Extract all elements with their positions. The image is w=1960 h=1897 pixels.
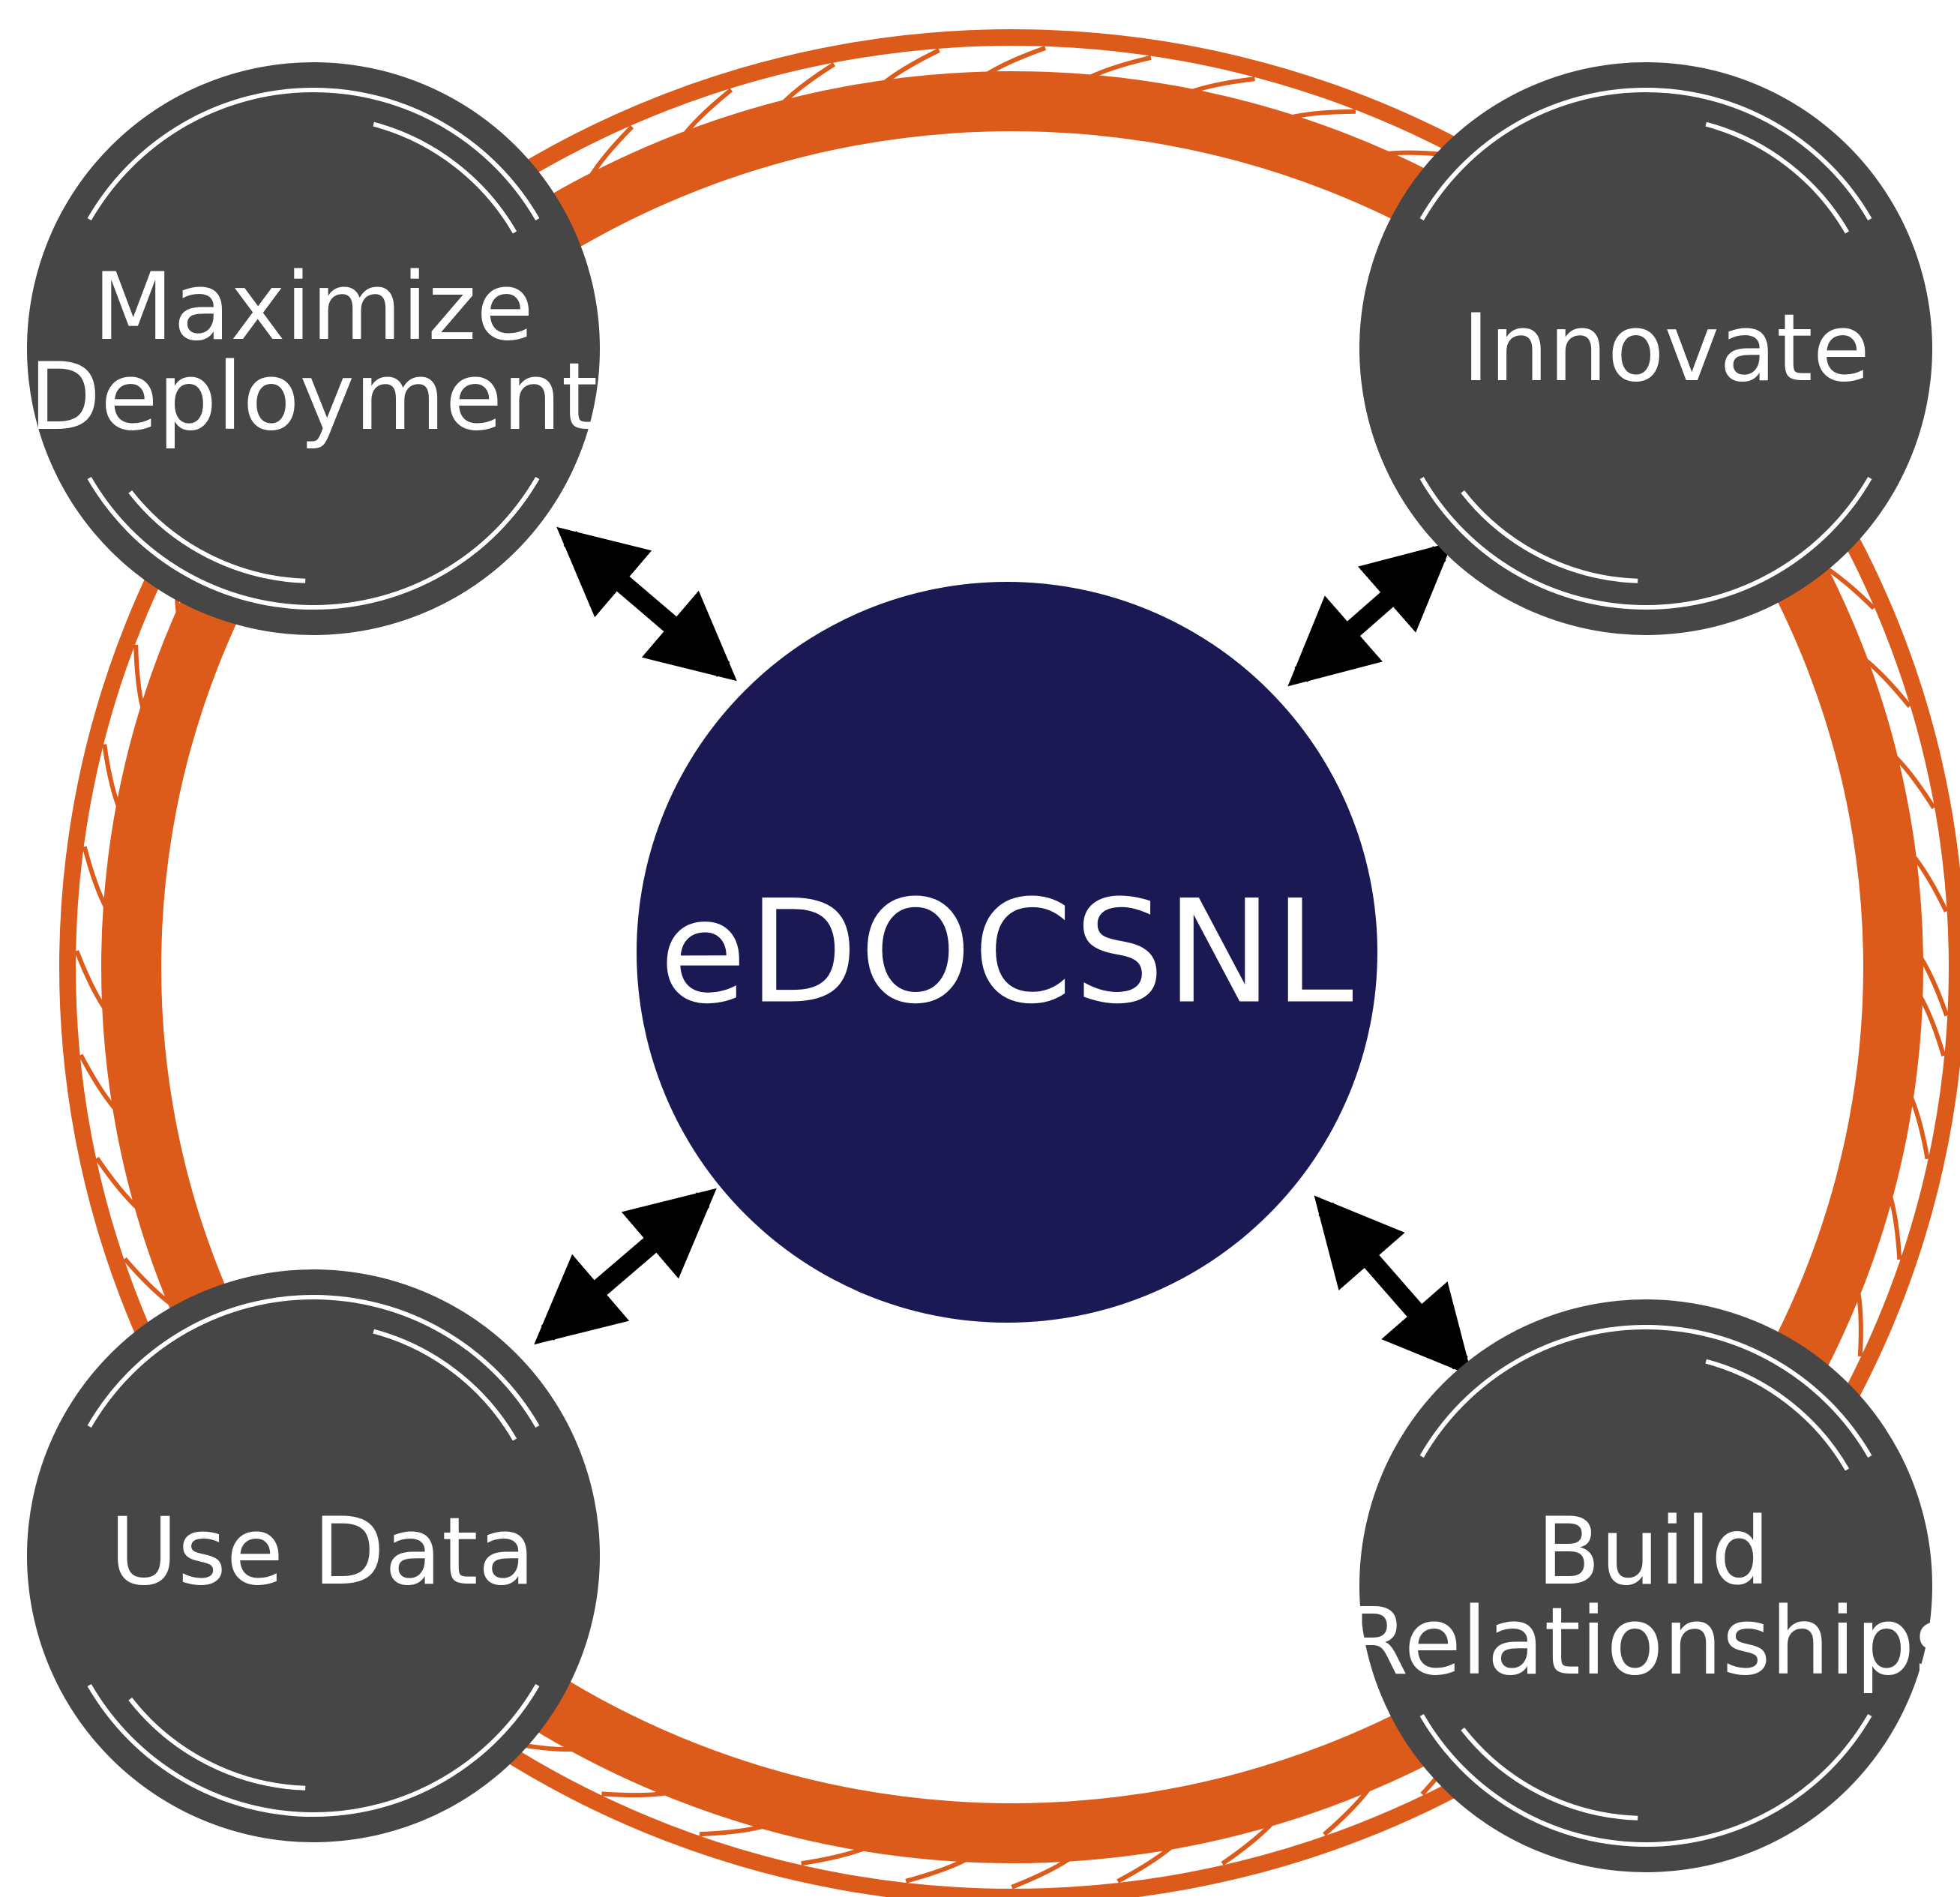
rope-segment	[1859, 734, 1936, 810]
rope-segment	[1884, 1062, 1930, 1160]
node-circle	[1359, 62, 1932, 635]
decorative-arc	[1461, 1728, 1638, 1821]
decorative-arc	[1419, 88, 1872, 221]
rope-segment	[601, 1775, 707, 1798]
node-label: Build	[1536, 1498, 1770, 1606]
node-circle	[27, 1269, 600, 1842]
rope-segment	[1867, 1159, 1902, 1260]
rope-segment	[905, 1830, 999, 1884]
rope-segment	[1155, 76, 1255, 117]
node-innovate: Innovate	[1359, 62, 1932, 635]
rope-segment	[79, 1053, 150, 1134]
decorative-arc	[87, 476, 540, 610]
decorative-arc	[373, 1329, 517, 1441]
decorative-arc	[128, 490, 306, 583]
rope-segment	[1347, 150, 1452, 171]
decorative-arc	[87, 88, 540, 221]
rope-segment	[1116, 1812, 1197, 1884]
rope-segment	[102, 744, 145, 842]
center-label: eDOCSNL	[659, 870, 1355, 1035]
rope-segment	[699, 1804, 802, 1837]
rope-segment	[133, 644, 165, 746]
arrow-bottom-right	[1314, 1195, 1473, 1377]
rope-segment	[1890, 927, 1950, 1017]
rope-segment	[576, 124, 634, 217]
rope-segment	[1056, 55, 1152, 106]
decorative-arc	[1419, 476, 1872, 610]
rope-segment	[1323, 1749, 1386, 1836]
rope-segment	[1011, 1827, 1099, 1890]
arrow-top-right	[1287, 541, 1453, 687]
rope-segment	[801, 1822, 900, 1866]
rope-segment	[760, 62, 836, 139]
rope-segment	[666, 88, 733, 172]
decorative-arcs	[1419, 1325, 1872, 1847]
node-label: Maximize	[93, 253, 533, 361]
decorative-arc	[1419, 1325, 1872, 1458]
rope-segment	[1221, 1786, 1293, 1866]
node-label: Use Data	[109, 1498, 535, 1606]
ring-outer-band	[59, 29, 1960, 1897]
rope-segment	[956, 46, 1047, 106]
rope-segment	[82, 846, 135, 940]
rope-segment	[94, 1156, 175, 1230]
decorative-arcs	[1419, 88, 1872, 610]
rope-segment	[857, 48, 940, 117]
rope-segment	[1839, 1254, 1863, 1357]
rope-segment	[1880, 829, 1949, 913]
decorative-arc	[128, 1698, 306, 1791]
rope-segment	[1827, 641, 1912, 708]
node-circle	[1359, 1299, 1932, 1872]
center-hub: eDOCSNL	[637, 582, 1377, 1323]
decorative-arcs	[87, 88, 540, 610]
decorative-arc	[1419, 1713, 1872, 1847]
center-circle	[637, 582, 1377, 1323]
connector-arrows	[534, 526, 1473, 1377]
decorative-arc	[87, 1683, 540, 1817]
arrow-bottom-left	[534, 1188, 717, 1345]
arrow-top-left	[556, 526, 737, 682]
node-build-relationships: Build Relationships	[1344, 1299, 1960, 1872]
node-label: Relationships	[1344, 1588, 1960, 1696]
rope-segment	[1252, 109, 1356, 139]
node-maximize-deployment: Maximize Deployment	[27, 62, 600, 635]
decorative-arc	[87, 1295, 540, 1428]
node-circle	[27, 62, 600, 635]
decorative-arc	[373, 121, 517, 234]
rope-segment	[1890, 965, 1947, 1056]
decorative-arcs	[87, 1295, 540, 1817]
decorative-arc	[1461, 490, 1638, 583]
node-use-data: Use Data	[27, 1269, 600, 1842]
decorative-arc	[1705, 121, 1850, 234]
rope-segment	[74, 950, 137, 1038]
decorative-arc	[1705, 1359, 1850, 1471]
node-label: Innovate	[1462, 295, 1870, 403]
node-label: Deployment	[29, 343, 598, 451]
